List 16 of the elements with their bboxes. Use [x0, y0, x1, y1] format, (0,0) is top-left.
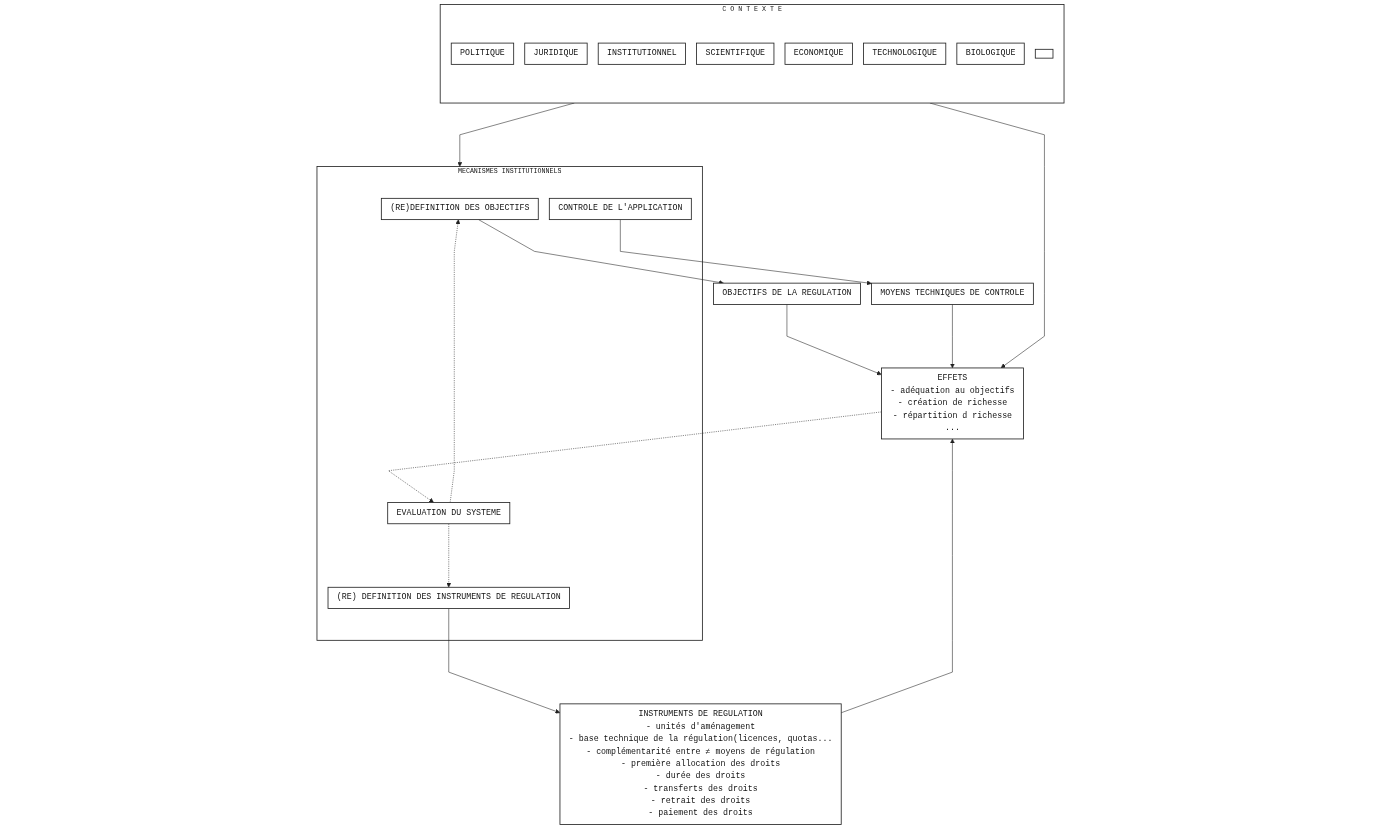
node-box: JURIDIQUE [524, 42, 588, 65]
node-box: TECHNOLOGIQUE [863, 42, 947, 65]
node-box: ECONOMIQUE [784, 42, 853, 65]
node-box [1034, 48, 1054, 59]
node-box: BIOLOGIQUE [956, 42, 1025, 65]
node-box: CONTROLE DE L'APPLICATION [548, 197, 692, 221]
node-box: EFFETS - adéquation au objectifs - création de richesse - répartition d richesse ... [881, 367, 1024, 440]
node-box: INSTITUTIONNEL [597, 42, 686, 65]
node-box: EVALUATION DU SYSTEME [387, 502, 511, 525]
node-box: INSTRUMENTS DE REGULATION - unités d'aménagement - base technique de la régulation(licences, quotas... - complémentarité entre ≠ moyens de régulation - première allocation des droits - durée des droits - transferts des droits - retrait des droits - paiement des droits [559, 703, 842, 825]
node-box: OBJECTIFS DE LA REGULATION [713, 282, 861, 305]
node-box: (RE)DEFINITION DES OBJECTIFS [380, 197, 539, 221]
node-box: POLITIQUE [450, 42, 515, 65]
node-box: SCIENTIFIQUE [696, 42, 775, 65]
node-box: MOYENS TECHNIQUES DE CONTROLE [871, 282, 1034, 305]
node-box: (RE) DEFINITION DES INSTRUMENTS DE REGULATION [327, 586, 570, 609]
